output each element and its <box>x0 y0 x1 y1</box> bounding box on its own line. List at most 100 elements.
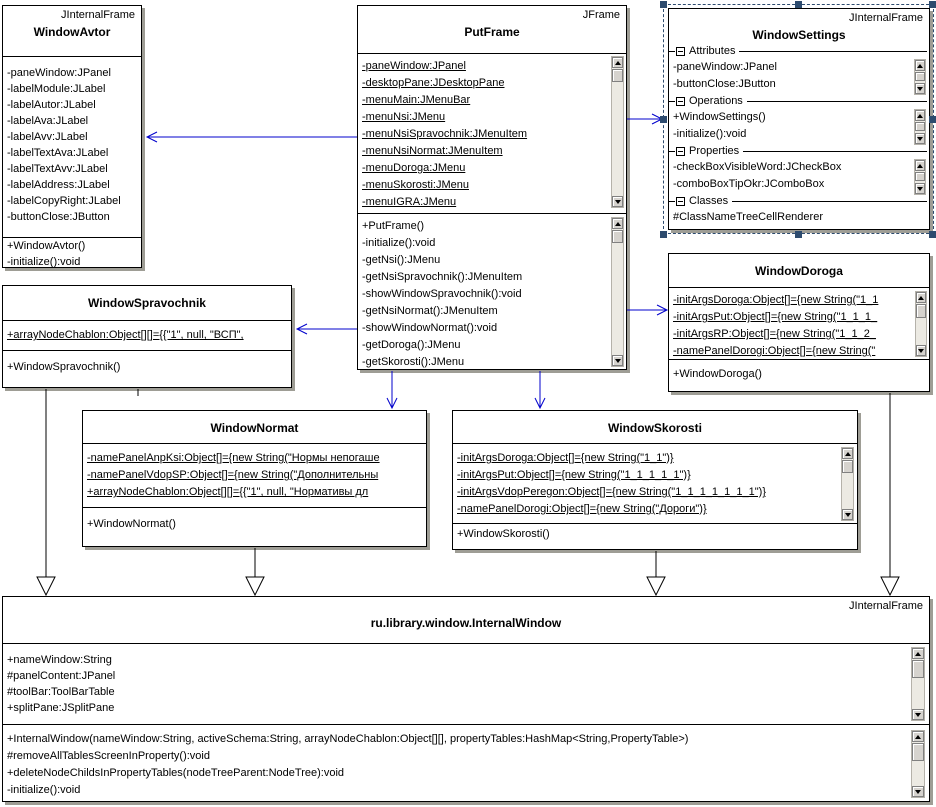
method-row[interactable]: -initialize():void <box>673 128 747 140</box>
method-row[interactable]: -initialize():void <box>362 237 436 249</box>
class-box-window-spravochnik[interactable]: WindowSpravochnik +arrayNodeChablon:Obje… <box>2 285 292 388</box>
arrow-putframe-to-windowsettings[interactable] <box>627 113 664 125</box>
scrollbar-track[interactable] <box>916 318 926 345</box>
scroll-up-icon[interactable] <box>915 110 925 121</box>
attributes-scrollbar[interactable] <box>611 56 624 208</box>
attribute-row[interactable]: -labelCopyRight:JLabel <box>7 195 121 207</box>
method-row[interactable]: -getDoroga():JMenu <box>362 339 461 351</box>
attribute-row[interactable]: -namePanelDorogi:Object[]={new String("Д… <box>457 503 707 515</box>
attribute-row[interactable]: #toolBar:ToolBarTable <box>7 686 115 698</box>
selection-handle-middle-right[interactable] <box>929 116 936 123</box>
scroll-up-icon[interactable] <box>912 648 924 659</box>
arrow-putframe-to-windownormat[interactable] <box>386 371 398 410</box>
scroll-up-icon[interactable] <box>842 448 853 459</box>
scroll-down-icon[interactable] <box>915 133 925 144</box>
scrollbar-track[interactable] <box>912 761 924 786</box>
attribute-row[interactable]: -namePanelDorogi:Object[]={new String(" <box>673 345 876 357</box>
scroll-down-icon[interactable] <box>912 786 924 797</box>
scrollbar-thumb[interactable] <box>612 230 623 243</box>
arrow-putframe-to-windowspravochnik[interactable] <box>295 323 357 335</box>
selection-handle-bottom-middle[interactable] <box>795 231 802 238</box>
attribute-row[interactable]: -initArgsRP:Object[]={new String("1_1_2_ <box>673 328 876 340</box>
method-row[interactable]: -initialize():void <box>7 256 81 268</box>
method-row[interactable]: +WindowSettings() <box>673 111 766 123</box>
method-row[interactable]: +WindowAvtor() <box>7 240 86 252</box>
scrollbar-thumb[interactable] <box>915 72 925 81</box>
scroll-up-icon[interactable] <box>612 218 623 229</box>
selection-handle-bottom-right[interactable] <box>929 231 936 238</box>
collapse-icon[interactable] <box>676 46 685 56</box>
property-row[interactable]: -comboBoxTipOkr:JComboBox <box>673 178 825 190</box>
attribute-row[interactable]: -initArgsVdopPeregon:Object[]={new Strin… <box>457 486 766 498</box>
scroll-down-icon[interactable] <box>916 345 926 356</box>
attribute-row[interactable]: -paneWindow:JPanel <box>7 67 111 79</box>
scroll-down-icon[interactable] <box>612 196 623 207</box>
method-row[interactable]: #removeAllTablesScreenInProperty():void <box>7 750 210 762</box>
attribute-row[interactable]: -paneWindow:JPanel <box>673 61 777 73</box>
attribute-row[interactable]: -labelAutor:JLabel <box>7 99 96 111</box>
arrow-putframe-to-windowskorosti[interactable] <box>534 371 546 410</box>
scrollbar-thumb[interactable] <box>912 743 924 761</box>
class-box-window-settings[interactable]: JInternalFrame WindowSettings Attributes… <box>668 8 930 230</box>
generalization-windownormat-to-internalwindow[interactable] <box>245 548 265 597</box>
scroll-up-icon[interactable] <box>915 60 925 71</box>
class-name[interactable]: WindowDoroga <box>755 264 843 278</box>
collapse-icon[interactable] <box>676 96 685 106</box>
selection-handle-bottom-left[interactable] <box>660 231 667 238</box>
generalization-windowskorosti-to-internalwindow[interactable] <box>646 551 666 597</box>
method-row[interactable]: -getNsiNormat():JMenuItem <box>362 305 498 317</box>
attribute-row[interactable]: -initArgsPut:Object[]={new String("1_1_1… <box>457 469 691 481</box>
attribute-row[interactable]: +nameWindow:String <box>7 654 112 666</box>
attribute-row[interactable]: -desktopPane:JDesktopPane <box>362 77 505 89</box>
method-row[interactable]: -getNsi():JMenu <box>362 254 441 266</box>
class-box-internal-window[interactable]: JInternalFrame ru.library.window.Interna… <box>2 596 930 802</box>
attribute-row[interactable]: -menuSkorosti:JMenu <box>362 179 469 191</box>
scroll-down-icon[interactable] <box>915 183 925 194</box>
scrollbar-thumb[interactable] <box>842 460 853 473</box>
class-box-window-skorosti[interactable]: WindowSkorosti -initArgsDoroga:Object[]=… <box>452 410 858 550</box>
method-row[interactable]: -showWindowNormat():void <box>362 322 498 334</box>
attribute-row[interactable]: -initArgsDoroga:Object[]={new String("1_… <box>673 294 879 306</box>
class-box-put-frame[interactable]: JFrame PutFrame -paneWindow:JPanel -desk… <box>357 5 627 370</box>
class-box-window-doroga[interactable]: WindowDoroga -initArgsDoroga:Object[]={n… <box>668 253 930 392</box>
method-row[interactable]: +WindowSpravochnik() <box>7 361 121 373</box>
scrollbar-track[interactable] <box>612 82 623 196</box>
section-scrollbar[interactable] <box>914 159 926 195</box>
method-row[interactable]: +WindowDoroga() <box>673 368 762 380</box>
attribute-row[interactable]: -menuIGRA:JMenu <box>362 196 457 208</box>
attribute-row[interactable]: #panelContent:JPanel <box>7 670 116 682</box>
scrollbar-track[interactable] <box>612 243 623 355</box>
attribute-row[interactable]: +arrayNodeChablon:Object[][]={{"1", null… <box>87 486 369 498</box>
attribute-row[interactable]: -labelTextAvv:JLabel <box>7 163 108 175</box>
method-row[interactable]: +WindowSkorosti() <box>457 528 550 540</box>
class-box-window-avtor[interactable]: JInternalFrame WindowAvtor -paneWindow:J… <box>2 5 142 268</box>
attribute-row[interactable]: -menuNsi:JMenu <box>362 111 446 123</box>
attribute-row[interactable]: -labelModule:JLabel <box>7 83 106 95</box>
attribute-row[interactable]: -paneWindow:JPanel <box>362 60 466 72</box>
scrollbar-thumb[interactable] <box>915 122 925 131</box>
scrollbar-thumb[interactable] <box>612 69 623 82</box>
arrow-putframe-to-windowdoroga[interactable] <box>627 304 669 316</box>
generalization-windowdoroga-to-internalwindow[interactable] <box>880 393 900 597</box>
methods-scrollbar[interactable] <box>611 217 624 367</box>
attribute-row[interactable]: -buttonClose:JButton <box>7 211 110 223</box>
method-row[interactable]: -getSkorosti():JMenu <box>362 356 465 368</box>
attribute-row[interactable]: +arrayNodeChablon:Object[][]={{"1", null… <box>7 329 244 341</box>
scroll-up-icon[interactable] <box>612 57 623 68</box>
scroll-up-icon[interactable] <box>915 160 925 171</box>
method-row[interactable]: +deleteNodeChildsInPropertyTables(nodeTr… <box>7 767 345 779</box>
class-name[interactable]: WindowAvtor <box>33 25 111 39</box>
attribute-row[interactable]: -initArgsPut:Object[]={new String("1_1_1… <box>673 311 878 323</box>
attributes-scrollbar[interactable] <box>841 447 854 521</box>
scroll-up-icon[interactable] <box>912 731 924 742</box>
selection-handle-top-right[interactable] <box>929 1 936 8</box>
method-row[interactable]: -showWindowSpravochnik():void <box>362 288 522 300</box>
collapse-icon[interactable] <box>676 146 685 156</box>
property-row[interactable]: -checkBoxVisibleWord:JCheckBox <box>673 161 842 173</box>
attribute-row[interactable]: -labelAddress:JLabel <box>7 179 110 191</box>
class-name[interactable]: ru.library.window.InternalWindow <box>370 616 562 630</box>
section-scrollbar[interactable] <box>914 59 926 95</box>
method-row[interactable]: -initialize():void <box>7 784 81 796</box>
class-name[interactable]: WindowSettings <box>752 28 846 42</box>
attribute-row[interactable]: -labelAva:JLabel <box>7 115 89 127</box>
